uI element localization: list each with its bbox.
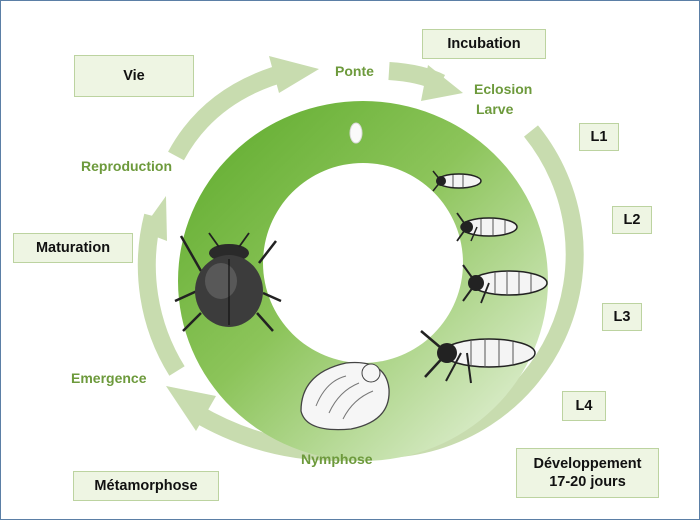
label-nymphose: Nymphose — [301, 451, 373, 467]
larva-l4-icon — [420, 330, 536, 384]
arrow-life — [168, 62, 294, 161]
label-reproduction: Reproduction — [81, 158, 172, 174]
arrowhead-incubation — [421, 65, 463, 101]
vie-box: Vie — [74, 55, 194, 97]
pupa-icon — [300, 361, 390, 431]
developpement-line1: Développement — [533, 455, 642, 472]
metamorphose-box: Métamorphose — [73, 471, 219, 501]
label-larve: Larve — [476, 101, 514, 117]
life-ring — [178, 101, 548, 461]
label-ponte: Ponte — [335, 63, 374, 79]
label-emergence: Emergence — [71, 370, 147, 386]
arrow-maturation — [137, 213, 185, 376]
egg-icon — [349, 122, 363, 144]
maturation-box: Maturation — [13, 233, 133, 263]
arrowhead-metamorphosis — [166, 386, 216, 431]
arrow-heads — [141, 56, 463, 431]
arrowhead-maturation — [141, 196, 167, 241]
larva-l2-icon — [456, 212, 518, 242]
developpement-box: Développement 17-20 jours — [516, 448, 659, 498]
developpement-line2: 17-20 jours — [549, 474, 626, 490]
l3-box: L3 — [602, 303, 642, 331]
arrowhead-life — [269, 56, 319, 93]
l2-box: L2 — [612, 206, 652, 234]
incubation-box: Incubation — [422, 29, 546, 59]
larva-l1-icon — [432, 170, 482, 192]
beetle-icon — [174, 232, 282, 332]
l4-box: L4 — [562, 391, 606, 421]
label-eclosion: Eclosion — [474, 81, 533, 97]
larva-l3-icon — [462, 264, 548, 304]
l1-box: L1 — [579, 123, 619, 151]
